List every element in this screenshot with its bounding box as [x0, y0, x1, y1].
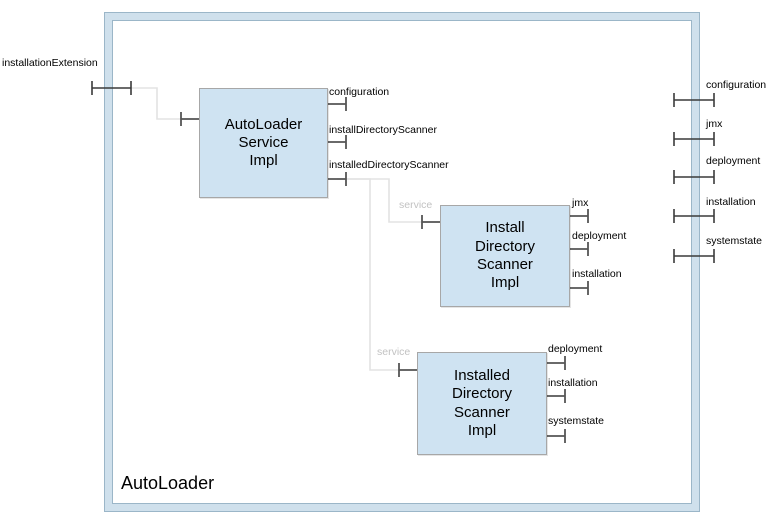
external-port-label-systemstate: systemstate: [706, 235, 763, 247]
external-port-deployment[interactable]: [673, 170, 715, 184]
port-installed-scanner-systemstate[interactable]: [547, 429, 566, 443]
port-label-install-scanner-installation: installation: [572, 268, 622, 280]
port-installed-scanner-service[interactable]: [398, 363, 417, 377]
port-label-autoloader-install-directory-scanner: installDirectoryScanner: [329, 124, 437, 136]
port-install-scanner-installation[interactable]: [570, 281, 589, 295]
external-port-installation-extension[interactable]: [91, 81, 132, 95]
external-port-label-deployment: deployment: [706, 155, 761, 167]
external-port-systemstate[interactable]: [673, 249, 715, 263]
port-label-install-scanner-jmx: jmx: [572, 197, 589, 209]
port-install-scanner-jmx[interactable]: [570, 209, 589, 223]
port-label-installed-scanner-deployment: deployment: [548, 343, 603, 355]
external-port-label-installation-extension: installationExtension: [2, 57, 98, 69]
port-label-installed-scanner-installation: installation: [548, 377, 598, 389]
port-autoloader-installed-directory-scanner[interactable]: [328, 172, 347, 186]
port-label-installed-scanner-systemstate: systemstate: [548, 415, 605, 427]
external-port-configuration[interactable]: [673, 93, 715, 107]
external-port-label-installation: installation: [706, 196, 756, 208]
connector-installed-directory-scanner: [337, 178, 417, 371]
port-install-scanner-service[interactable]: [421, 215, 440, 229]
port-installed-scanner-installation[interactable]: [547, 389, 566, 403]
external-port-installation[interactable]: [673, 209, 715, 223]
external-port-jmx[interactable]: [673, 132, 715, 146]
port-autoloader-left-service[interactable]: [180, 112, 199, 126]
port-install-scanner-deployment[interactable]: [570, 242, 589, 256]
port-installed-scanner-deployment[interactable]: [547, 356, 566, 370]
port-label-autoloader-installed-directory-scanner: installedDirectoryScanner: [329, 159, 449, 171]
port-label-autoloader-configuration: configuration: [329, 86, 390, 98]
connector-installation-extension: [131, 87, 199, 120]
external-port-label-jmx: jmx: [706, 118, 723, 130]
port-autoloader-install-directory-scanner[interactable]: [328, 135, 347, 149]
connector-label-service-installed: service: [377, 346, 411, 358]
port-autoloader-configuration[interactable]: [328, 97, 347, 111]
port-label-install-scanner-deployment: deployment: [572, 230, 627, 242]
composite-frame-title: AutoLoader: [121, 473, 215, 493]
connector-label-service-install: service: [399, 199, 433, 211]
external-port-label-configuration: configuration: [706, 79, 767, 91]
